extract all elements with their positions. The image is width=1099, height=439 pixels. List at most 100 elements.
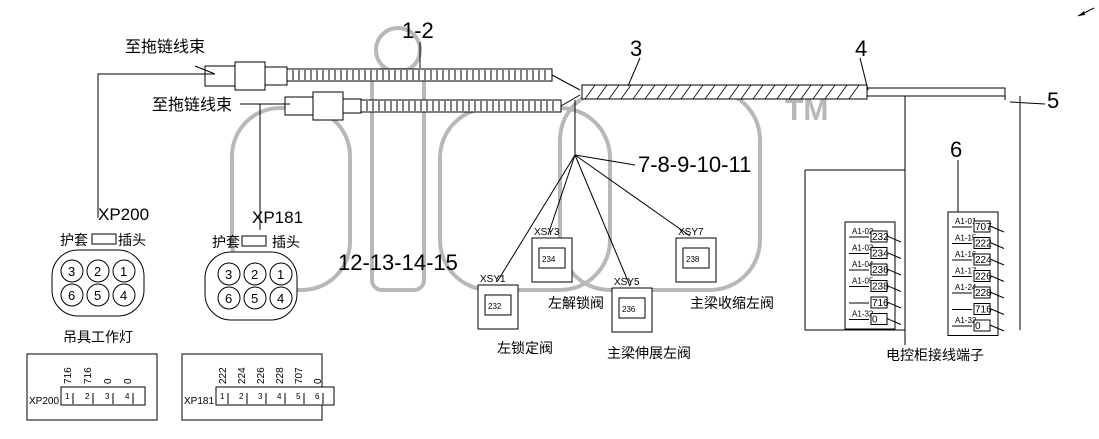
terminal-id: A1-15 — [955, 234, 977, 243]
terminal-wire-out — [989, 242, 1005, 249]
terminal-wire-out — [886, 285, 902, 292]
part-label-3: 3 — [630, 36, 642, 61]
valve-code: 238 — [686, 255, 700, 264]
connector-pin — [112, 283, 136, 307]
terminal-id: A1-02 — [852, 227, 874, 236]
pin-number: 2 — [94, 264, 101, 279]
cabinet-terminal-label: 电控柜接线端子 — [886, 347, 984, 364]
connector-pin — [269, 286, 293, 310]
wire-number: 228 — [275, 367, 286, 384]
valve-caption: 主梁伸展左阀 — [607, 346, 691, 362]
cable-lower — [284, 91, 581, 121]
xp181-sheath-label: 护套 — [212, 235, 240, 251]
terminal-wire-out — [989, 258, 1005, 266]
drag-chain-leader-1 — [194, 65, 216, 75]
valve-caption: 左解锁阀 — [548, 296, 604, 312]
pin-label: 2 — [239, 392, 244, 401]
valve-caption: 主梁收缩左阀 — [690, 296, 774, 312]
connector-pin — [112, 259, 136, 283]
xp181-connector — [204, 251, 298, 321]
terminal-wire: 222 — [975, 239, 992, 250]
terminal-id: A1-32 — [955, 316, 977, 325]
terminal-wire: 716 — [872, 298, 889, 309]
pin-label: 3 — [105, 392, 110, 401]
xp181-tab — [241, 235, 267, 247]
terminal-wire: 716 — [975, 305, 992, 316]
valve-id: XSY7 — [678, 227, 704, 238]
wire-to-xp200 — [97, 73, 215, 218]
terminal-wire: 226 — [975, 272, 992, 283]
cable-1-2 — [204, 61, 581, 91]
terminal-wire-out — [886, 318, 902, 325]
xp200-sheath-label: 护套 — [60, 233, 88, 249]
wire-number: 224 — [237, 367, 248, 384]
terminal-wire: 228 — [975, 288, 992, 299]
pin-label: 2 — [85, 392, 90, 401]
terminal-wire-out — [989, 308, 1005, 315]
cabinet-wiring — [804, 96, 1021, 345]
valve-caption: 左锁定阀 — [497, 341, 553, 357]
pin-number: 3 — [225, 267, 232, 282]
terminal-id: A1-04 — [852, 260, 874, 269]
valve-socket — [618, 297, 646, 319]
leader-3 — [627, 57, 641, 87]
connector-pin — [243, 262, 267, 286]
valve-group: XSY1232左锁定阀XSY3234左解锁阀XSY5236主梁伸展左阀XSY72… — [477, 227, 774, 362]
connector-pin — [60, 259, 84, 283]
valve-id: XSY5 — [614, 277, 640, 288]
terminal-wire-out — [989, 225, 1005, 233]
valve-id: XSY3 — [534, 227, 560, 238]
pin-label: 3 — [258, 392, 263, 401]
pin-number: 6 — [68, 288, 75, 303]
connector-pin — [269, 262, 293, 286]
pin-number: 3 — [68, 264, 75, 279]
valve-socket — [538, 247, 566, 269]
corner-arrow-icon — [1077, 7, 1095, 17]
pin-strip — [60, 386, 146, 406]
terminal-block-right: A1-01707A1-15222A1-16224A1-17226A1-24228… — [947, 211, 1005, 336]
pin-label: 4 — [277, 392, 282, 401]
terminal-id: A1-01 — [955, 217, 977, 226]
drag-chain-label-2: 至拖链线束 — [152, 95, 232, 114]
terminal-wire: 236 — [872, 265, 889, 276]
drag-chain-label-1: 至拖链线束 — [125, 37, 205, 56]
connector-pin — [243, 286, 267, 310]
wire-number: 226 — [256, 367, 267, 384]
valve-id: XSY1 — [480, 274, 506, 285]
table-name: XP200 — [29, 396, 59, 407]
wire-number: 0 — [313, 378, 324, 384]
pin-label: 1 — [65, 392, 70, 401]
leader-4 — [859, 57, 869, 91]
connector-pin — [86, 259, 110, 283]
pin-label: 1 — [220, 392, 225, 401]
terminal-wire-out — [886, 252, 902, 259]
terminal-block-left: A1-02232A1-03234A1-04236A1-05238716A1-32… — [844, 221, 902, 330]
pin-number: 4 — [277, 291, 284, 306]
part-label-6: 6 — [950, 137, 962, 162]
valve-fanout-wires — [496, 100, 691, 287]
terminal-wire: 238 — [872, 282, 889, 293]
connector-pin — [86, 283, 110, 307]
terminal-wire: 224 — [975, 255, 992, 266]
xp181-plug-label: 插头 — [272, 235, 300, 251]
wire-number: 0 — [103, 378, 114, 384]
cable-3 — [581, 84, 1006, 100]
part-label-4: 4 — [855, 36, 867, 61]
xp200-label: XP200 — [98, 205, 149, 224]
pin-number: 5 — [251, 291, 258, 306]
pin-number: 1 — [277, 267, 284, 282]
terminal-wire: 707 — [975, 222, 992, 233]
terminal-id: A1-32 — [852, 310, 874, 319]
terminal-wire-out — [886, 235, 902, 243]
terminal-id: A1-03 — [852, 244, 874, 253]
xp181-label: XP181 — [252, 208, 303, 227]
wire-number: 716 — [83, 367, 94, 384]
terminal-wire: 0 — [872, 315, 878, 326]
pin-label: 6 — [315, 392, 320, 401]
terminal-wire-out — [989, 291, 1005, 299]
terminal-wire: 0 — [975, 321, 981, 332]
